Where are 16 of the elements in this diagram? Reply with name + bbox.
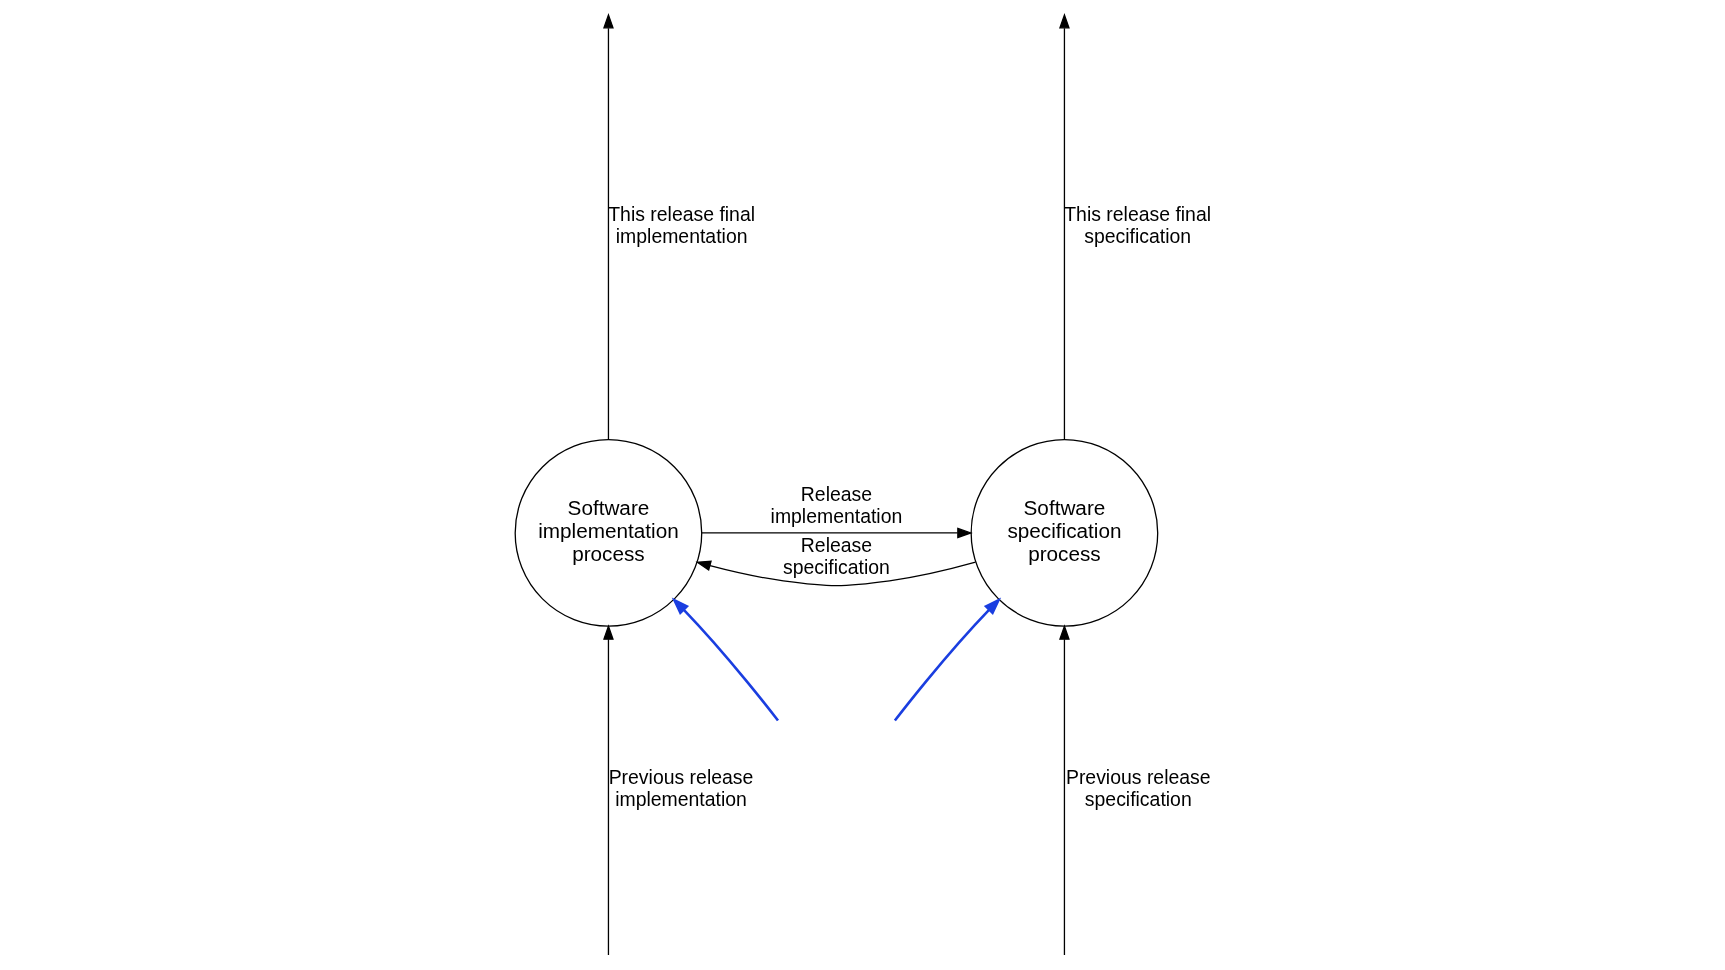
arrow [1058,12,1070,441]
node-circle: Software specification process [970,439,1158,627]
node-circle: Software implementation process [514,439,702,627]
arrow [694,560,976,587]
edge-label: Previous release specification [1065,766,1211,811]
edge-label: This release final implementation [607,202,755,247]
edge-label: This release final specification [1063,202,1211,247]
arrow [1058,624,1070,956]
edge-label: Previous release implementation [608,766,753,811]
arrow [602,624,614,956]
edge-label: Release implementation [770,482,902,527]
arrow [671,597,779,722]
edge-label: Release specification [782,534,890,579]
arrow [700,527,973,539]
arrow [602,12,614,441]
arrow [893,597,1001,722]
